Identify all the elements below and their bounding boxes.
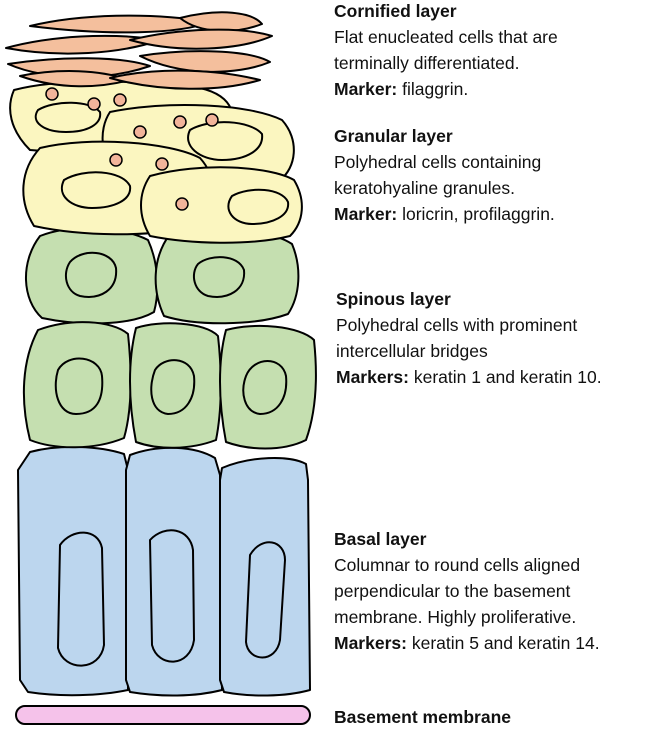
- spinous-nucleus: [242, 360, 288, 415]
- granular-cell: [140, 166, 303, 244]
- granular-layer-description-line-1: Polyhedral cells containing: [334, 152, 542, 172]
- spinous-layer-description-line-1: Polyhedral cells with prominent: [336, 315, 578, 335]
- granular-nucleus: [227, 188, 290, 225]
- spinous-nucleus: [192, 256, 246, 298]
- marker-key: Marker:: [334, 79, 398, 99]
- granular-nuclei: [34, 101, 290, 225]
- basal-layer-cells: [17, 445, 311, 697]
- keratohyaline-granule: [175, 197, 189, 211]
- spinous-nucleus: [150, 359, 196, 415]
- basal-layer-title: Basal layer: [334, 529, 427, 549]
- keratohyaline-granule: [155, 157, 169, 171]
- basal-nucleus: [245, 541, 286, 659]
- basal-nucleus: [149, 529, 195, 663]
- cornified-layer-cells: [5, 11, 273, 90]
- cornified-cell: [109, 69, 261, 90]
- spinous-layer-label: Spinous layer Polyhedral cells with prom…: [336, 286, 602, 390]
- basal-layer-label: Basal layer Columnar to round cells alig…: [334, 526, 600, 656]
- basal-nuclei: [57, 529, 286, 667]
- granular-layer-marker: Marker: loricrin, profilaggrin.: [334, 201, 555, 227]
- marker-key: Marker:: [334, 204, 398, 224]
- keratohyaline-granules: [45, 87, 219, 211]
- keratohyaline-granule: [109, 153, 123, 167]
- keratohyaline-granule: [205, 113, 219, 127]
- spinous-layer-title: Spinous layer: [336, 289, 451, 309]
- keratohyaline-granule: [133, 125, 147, 139]
- spinous-cell: [219, 324, 317, 450]
- granular-layer-title: Granular layer: [334, 126, 453, 146]
- spinous-layer-description-line-2: intercellular bridges: [336, 341, 488, 361]
- marker-key: Markers:: [334, 633, 407, 653]
- basal-cell: [219, 457, 311, 697]
- basal-cell: [125, 446, 223, 697]
- basal-layer-description-line-1: Columnar to round cells aligned: [334, 555, 581, 575]
- keratohyaline-granule: [45, 87, 59, 101]
- spinous-cell: [25, 227, 159, 325]
- cornified-cell: [179, 11, 263, 32]
- cornified-layer-label: Cornified layer Flat enucleated cells th…: [334, 0, 558, 102]
- basal-nucleus: [57, 531, 105, 667]
- marker-value: keratin 1 and keratin 10.: [408, 367, 602, 387]
- keratohyaline-granule: [87, 97, 101, 111]
- spinous-nucleus: [54, 357, 104, 415]
- basement-membrane-title: Basement membrane: [334, 707, 512, 727]
- keratohyaline-granule: [113, 93, 127, 107]
- granular-nucleus: [61, 171, 132, 209]
- keratohyaline-granule: [173, 115, 187, 129]
- cornified-cell: [139, 50, 271, 73]
- spinous-layer-cells: [22, 227, 317, 450]
- cornified-cell: [129, 28, 273, 50]
- cornified-layer-marker: Marker: filaggrin.: [334, 76, 558, 102]
- spinous-cell: [129, 322, 222, 449]
- basal-layer-marker: Markers: keratin 5 and keratin 14.: [334, 630, 600, 656]
- basement-membrane-label: Basement membrane: [334, 704, 511, 730]
- granular-layer-description-line-2: keratohyaline granules.: [334, 178, 515, 198]
- basal-layer-description-line-2: perpendicular to the basement: [334, 581, 571, 601]
- granular-nucleus: [34, 101, 102, 133]
- epidermis-illustration: [5, 11, 317, 725]
- granular-nucleus: [187, 121, 264, 161]
- basement-membrane-band: [15, 705, 311, 725]
- spinous-cell: [22, 321, 132, 449]
- spinous-layer-marker: Markers: keratin 1 and keratin 10.: [336, 364, 602, 390]
- marker-value: keratin 5 and keratin 14.: [406, 633, 600, 653]
- spinous-nucleus: [64, 251, 118, 298]
- basal-layer-description-line-3: membrane. Highly proliferative.: [334, 607, 577, 627]
- marker-value: filaggrin.: [397, 79, 469, 99]
- cornified-layer-description-line-1: Flat enucleated cells that are: [334, 27, 558, 47]
- basal-cell: [17, 445, 129, 697]
- cornified-layer-description-line-2: terminally differentiated.: [334, 53, 520, 73]
- marker-key: Markers:: [336, 367, 409, 387]
- marker-value: loricrin, profilaggrin.: [397, 204, 555, 224]
- cornified-layer-title: Cornified layer: [334, 1, 457, 21]
- spinous-nuclei: [54, 251, 288, 415]
- granular-layer-label: Granular layer Polyhedral cells containi…: [334, 123, 555, 227]
